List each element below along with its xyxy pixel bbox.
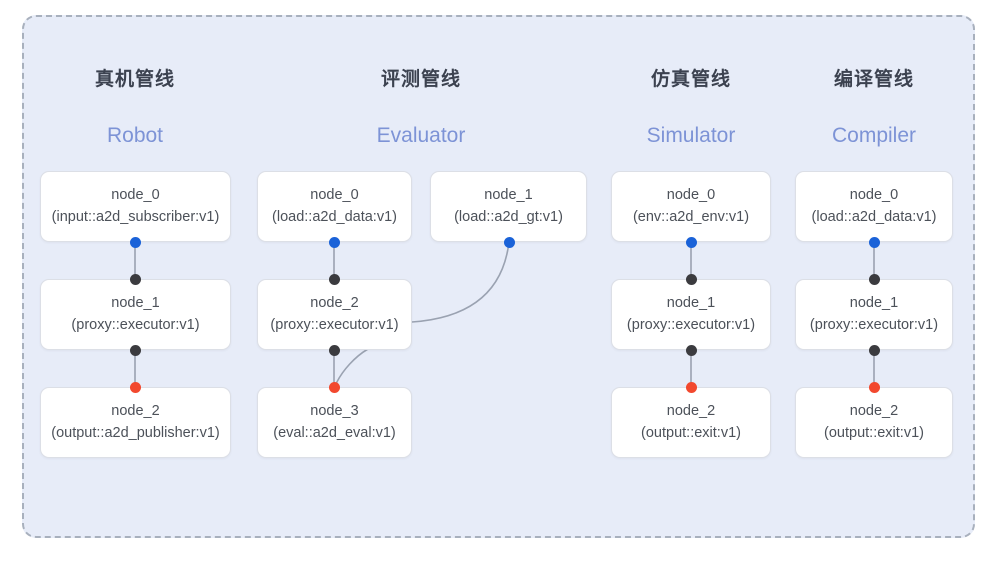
node-kind: (proxy::executor:v1) — [71, 316, 200, 333]
node-name: node_2 — [310, 295, 359, 312]
node-name: node_0 — [849, 187, 899, 204]
node-compiler-1[interactable]: node_1 (proxy::executor:v1) — [795, 279, 953, 350]
port-output-simulator-1[interactable] — [685, 344, 697, 356]
node-name: node_3 — [310, 403, 359, 420]
port-input-robot-1[interactable] — [129, 273, 141, 285]
node-kind: (load::a2d_gt:v1) — [454, 208, 563, 225]
column-title-robot: 真机管线 — [94, 69, 175, 90]
node-name: node_2 — [666, 403, 716, 420]
port-output-compiler-1[interactable] — [868, 344, 880, 356]
node-name: node_0 — [666, 187, 716, 204]
node-kind: (output::a2d_publisher:v1) — [51, 424, 220, 441]
port-output-robot-0[interactable] — [129, 236, 141, 248]
node-kind: (proxy::executor:v1) — [270, 316, 399, 333]
node-robot-2[interactable]: node_2 (output::a2d_publisher:v1) — [40, 387, 231, 458]
node-compiler-0[interactable]: node_0 (load::a2d_data:v1) — [795, 171, 953, 242]
node-simulator-1[interactable]: node_1 (proxy::executor:v1) — [611, 279, 771, 350]
node-name: node_2 — [849, 403, 899, 420]
port-output-compiler-0[interactable] — [868, 236, 880, 248]
node-name: node_1 — [484, 187, 533, 204]
port-input-simulator-2[interactable] — [685, 381, 697, 393]
port-output-robot-1[interactable] — [129, 344, 141, 356]
column-subtitle-compiler: Compiler — [831, 124, 917, 147]
port-output-evaluator-1[interactable] — [503, 236, 515, 248]
column-subtitle-evaluator: Evaluator — [376, 124, 466, 147]
node-kind: (load::a2d_data:v1) — [272, 208, 397, 225]
node-robot-0[interactable]: node_0 (input::a2d_subscriber:v1) — [40, 171, 231, 242]
node-name: node_2 — [111, 403, 160, 420]
node-simulator-0[interactable]: node_0 (env::a2d_env:v1) — [611, 171, 771, 242]
node-robot-1[interactable]: node_1 (proxy::executor:v1) — [40, 279, 231, 350]
node-name: node_1 — [666, 295, 716, 312]
node-kind: (proxy::executor:v1) — [626, 316, 756, 333]
node-kind: (proxy::executor:v1) — [809, 316, 939, 333]
node-evaluator-2[interactable]: node_2 (proxy::executor:v1) — [257, 279, 412, 350]
node-kind: (eval::a2d_eval:v1) — [273, 424, 396, 441]
port-input-compiler-1[interactable] — [868, 273, 880, 285]
node-name: node_1 — [849, 295, 899, 312]
node-kind: (output::exit:v1) — [641, 424, 741, 441]
port-input-simulator-1[interactable] — [685, 273, 697, 285]
port-output-evaluator-2[interactable] — [328, 344, 340, 356]
column-title-compiler: 编译管线 — [833, 69, 914, 90]
node-kind: (output::exit:v1) — [824, 424, 924, 441]
node-evaluator-1[interactable]: node_1 (load::a2d_gt:v1) — [430, 171, 587, 242]
port-output-evaluator-0[interactable] — [328, 236, 340, 248]
node-name: node_0 — [111, 187, 160, 204]
port-input-evaluator-2[interactable] — [328, 273, 340, 285]
node-kind: (input::a2d_subscriber:v1) — [51, 208, 220, 225]
node-name: node_0 — [310, 187, 359, 204]
node-evaluator-3[interactable]: node_3 (eval::a2d_eval:v1) — [257, 387, 412, 458]
port-input-compiler-2[interactable] — [868, 381, 880, 393]
column-subtitle-simulator: Simulator — [646, 124, 736, 147]
node-name: node_1 — [111, 295, 160, 312]
column-title-evaluator: 评测管线 — [380, 69, 461, 90]
column-title-simulator: 仿真管线 — [650, 69, 731, 90]
port-input-robot-2[interactable] — [129, 381, 141, 393]
port-input-evaluator-3[interactable] — [328, 381, 340, 393]
port-output-simulator-0[interactable] — [685, 236, 697, 248]
diagram-panel — [22, 15, 975, 538]
node-evaluator-0[interactable]: node_0 (load::a2d_data:v1) — [257, 171, 412, 242]
node-simulator-2[interactable]: node_2 (output::exit:v1) — [611, 387, 771, 458]
node-kind: (load::a2d_data:v1) — [811, 208, 937, 225]
column-subtitle-robot: Robot — [106, 124, 164, 147]
node-kind: (env::a2d_env:v1) — [632, 208, 750, 225]
node-compiler-2[interactable]: node_2 (output::exit:v1) — [795, 387, 953, 458]
